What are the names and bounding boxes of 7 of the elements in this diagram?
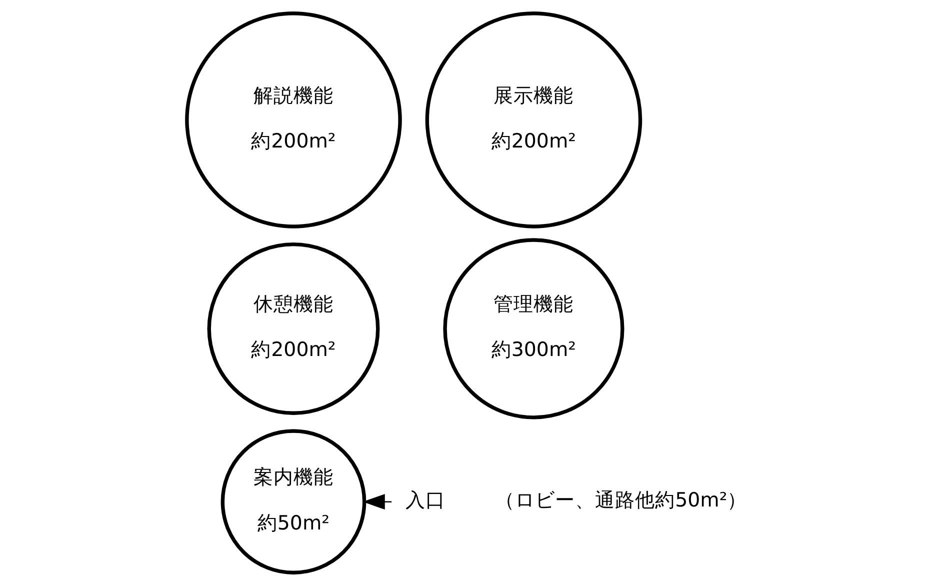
node-circle: 案内機能 約50m² (220, 429, 366, 574)
node-circle: 解説機能 約200m² (184, 12, 402, 228)
node-circle: 展示機能 約200m² (424, 12, 642, 228)
node-circle: 管理機能 約300m² (442, 238, 624, 420)
node-text: 入口 (404, 488, 445, 512)
node-circle: 休憩機能 約200m² (206, 242, 380, 415)
label: （ロビー、通路他約50m²） (494, 488, 747, 512)
